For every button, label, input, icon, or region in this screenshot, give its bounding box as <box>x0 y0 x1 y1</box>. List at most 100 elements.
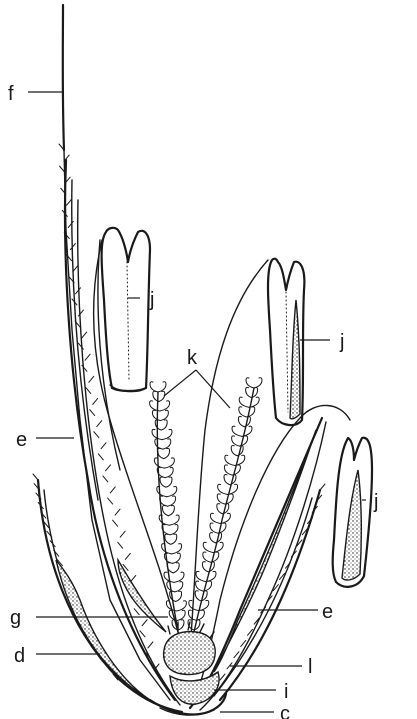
stigma-branch <box>246 387 252 397</box>
awn-serration <box>113 520 118 526</box>
lodicule-i <box>170 672 219 704</box>
awn-serration <box>98 454 103 460</box>
awn-serration <box>103 476 108 482</box>
stigma-branch <box>162 429 172 439</box>
awn-serration <box>78 343 83 349</box>
stigma-branch <box>158 382 166 392</box>
glume-serration <box>33 474 38 480</box>
awn-serration <box>86 387 91 393</box>
stigma-branch <box>217 504 223 514</box>
stigma-branch <box>246 378 254 388</box>
awn-serration <box>66 199 71 205</box>
stigma-branch <box>168 506 174 516</box>
awn-serration <box>93 398 98 404</box>
stigma-branch <box>150 382 158 392</box>
stigma-branch <box>165 534 171 544</box>
glume-right <box>214 490 320 700</box>
stigma-branch <box>167 486 177 496</box>
awn-serration <box>90 410 95 416</box>
stigma-branch <box>195 591 201 601</box>
glume-serration <box>320 484 325 490</box>
label-l: l <box>308 656 312 678</box>
stigma-branch <box>202 562 208 572</box>
label-j-top-left: j <box>149 289 154 311</box>
stigma-branch <box>164 458 174 468</box>
awn-serration <box>118 542 123 548</box>
label-i: i <box>284 681 288 703</box>
label-e-left: e <box>16 429 27 451</box>
stigma-branch <box>203 552 211 562</box>
stigma-branch <box>157 486 167 496</box>
stigma-branch <box>231 446 237 456</box>
awn-serration <box>125 553 130 559</box>
stigma-branch <box>169 515 179 525</box>
stamen-left <box>94 228 180 640</box>
label-g: g <box>10 607 21 629</box>
awn-serration <box>115 509 120 515</box>
stigma-branch <box>161 420 167 430</box>
awn-serration <box>97 421 102 427</box>
stigma-branch <box>210 533 216 543</box>
stigma-branch <box>225 455 235 465</box>
stigma-branch <box>232 426 242 436</box>
stigma-branch <box>170 525 178 535</box>
awn-serration <box>76 288 81 294</box>
lodicule-g <box>118 560 166 632</box>
stigma-branch <box>172 544 182 554</box>
awn-serration <box>140 631 145 637</box>
stigma-branch <box>165 467 173 477</box>
stigma-branch <box>155 439 163 449</box>
stigma-branch <box>162 506 168 516</box>
stigma-branch <box>160 410 168 420</box>
label-k: k <box>187 347 198 369</box>
stigma-branch <box>232 436 240 446</box>
stigma-branch <box>155 420 161 430</box>
awn-serration <box>131 575 136 581</box>
stigma-branch <box>177 610 185 620</box>
glume-serration <box>234 652 239 658</box>
stigma-branch <box>160 401 170 411</box>
stigma-branch <box>218 484 228 494</box>
stigma-branch <box>254 378 262 388</box>
stigma-branch <box>163 439 171 449</box>
stigma-branch <box>164 448 170 458</box>
stigmas <box>150 378 262 642</box>
stigma-branch <box>171 534 177 544</box>
stigma-branch <box>162 544 172 554</box>
stigma-branch <box>176 591 182 601</box>
stigma-branch <box>210 523 218 533</box>
awn-serration <box>108 498 113 504</box>
stigma-branch <box>152 410 160 420</box>
awn-serration <box>94 432 99 438</box>
stigma-branch <box>175 582 183 592</box>
stigma-branch <box>239 407 247 417</box>
stigma-branch <box>196 581 204 591</box>
label-j-right: j <box>373 491 378 513</box>
stigma-branch <box>239 397 249 407</box>
awn-serration <box>120 531 125 537</box>
awn-serration <box>142 620 147 626</box>
glume-serration <box>220 674 225 680</box>
label-f: f <box>8 83 14 105</box>
stigma-branch <box>172 553 180 563</box>
stigma-branch <box>178 620 184 630</box>
stigma-branch <box>196 571 206 581</box>
awn-serration <box>89 376 94 382</box>
labels: f e j j j k e g l d i c <box>8 83 378 719</box>
stigma-branch <box>224 465 232 475</box>
stigma-branch <box>159 391 165 401</box>
glume-serration <box>241 640 246 646</box>
awn-serration <box>148 642 153 648</box>
stigma-branch <box>160 477 166 487</box>
awn-serration <box>134 609 139 615</box>
stigma-branch <box>174 572 184 582</box>
stigma-branch <box>217 494 225 504</box>
stigma-branch <box>166 477 172 487</box>
stigma-branch <box>224 475 230 485</box>
stigma-branch <box>210 513 220 523</box>
awn-serration <box>106 465 111 471</box>
stigma-branch <box>238 416 244 426</box>
label-e-right: e <box>322 601 333 623</box>
label-d: d <box>14 645 25 667</box>
stigma-branch <box>168 496 176 506</box>
